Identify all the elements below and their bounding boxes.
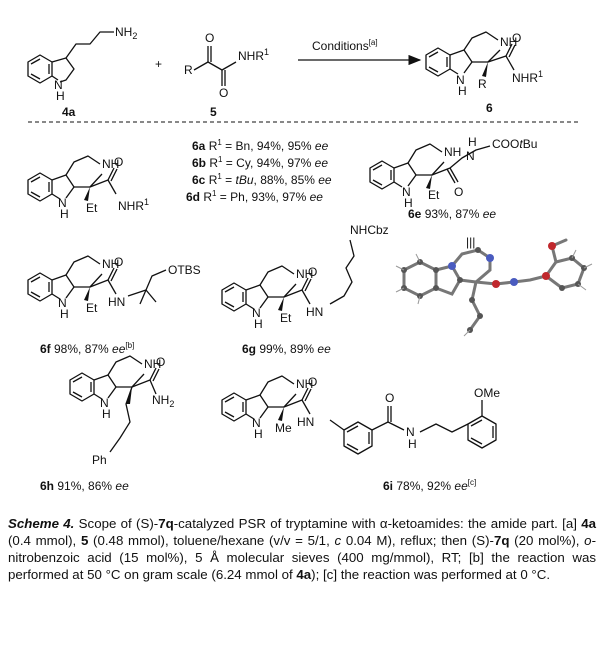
crystal-structure-image	[395, 238, 593, 337]
stereo-wedge	[482, 62, 488, 77]
atom-n: N	[58, 196, 67, 210]
stereo-wedge	[278, 297, 284, 311]
atom-n: N	[252, 306, 261, 320]
caption-title: Scheme 4.	[8, 516, 75, 531]
entry-6a: 6a R1 = Bn, 94%, 95% ee	[192, 138, 329, 153]
atom-et: Et	[86, 201, 98, 215]
stereo-wedge	[84, 187, 90, 201]
atom-nhr1: NHR1	[512, 69, 543, 85]
entry-6c: 6c R1 = tBu, 88%, 85% ee	[192, 172, 332, 187]
atom-et: Et	[86, 301, 98, 315]
atom-n: N	[466, 149, 475, 163]
stereo-wedge	[84, 287, 90, 301]
structure-6i	[221, 375, 497, 455]
atom-h: H	[254, 317, 263, 331]
atom-hn: HN	[297, 415, 314, 429]
label-6h: 6h 91%, 86% ee	[40, 479, 129, 493]
atom-nh: NH	[144, 357, 161, 371]
atom-nh2: NH2	[115, 25, 137, 41]
stereo-wedge	[126, 387, 132, 404]
atom-o: O	[114, 255, 123, 269]
atom-et: Et	[280, 311, 292, 325]
atom-nhr1: NHR1	[238, 47, 269, 63]
atom-h: H	[408, 437, 417, 451]
atom-o: O	[308, 265, 317, 279]
structure-5	[193, 46, 237, 86]
structure-6g	[221, 239, 355, 312]
atom-n: N	[54, 78, 63, 92]
equivalence-bars: |||	[466, 235, 475, 249]
atom-nh: NH	[296, 267, 313, 281]
atom-nh: NH	[296, 377, 313, 391]
atom-cootbu: COOtBu	[492, 137, 537, 151]
atom-r: R	[478, 77, 487, 91]
plus-sign: +	[155, 57, 162, 71]
atom-h: H	[56, 89, 65, 103]
atom-h: H	[60, 307, 69, 321]
atom-me: Me	[275, 421, 292, 435]
label-6e: 6e 93%, 87% ee	[408, 207, 496, 221]
atom-hn: HN	[306, 305, 323, 319]
entry-list: 6a R1 = Bn, 94%, 95% ee 6b R1 = Cy, 94%,…	[186, 138, 332, 204]
atom-h: H	[404, 196, 413, 210]
atom-o: O	[454, 185, 463, 199]
reaction-scheme: NH2 N H 4a + R O O NHR1 5 Conditions[a] …	[27, 25, 593, 493]
atom-otbs: OTBS	[168, 263, 201, 277]
structure-4a	[27, 31, 114, 84]
atom-r: R	[184, 63, 193, 77]
structure-6	[425, 31, 516, 77]
atom-o: O	[385, 391, 394, 405]
atom-o: O	[156, 355, 165, 369]
entry-6b: 6b R1 = Cy, 94%, 97% ee	[192, 155, 328, 170]
atom-hn: H	[468, 135, 477, 149]
atom-ome: OMe	[474, 386, 500, 400]
atom-o: O	[205, 31, 214, 45]
label-4a: 4a	[62, 105, 76, 119]
atom-nh: NH	[102, 257, 119, 271]
atom-nh: NH	[500, 35, 517, 49]
atom-et: Et	[428, 188, 440, 202]
conditions-label: Conditions[a]	[312, 38, 378, 53]
atom-n: N	[402, 185, 411, 199]
atom-o: O	[114, 155, 123, 169]
label-6: 6	[486, 101, 493, 115]
scheme-caption: Scheme 4. Scope of (S)-7q-catalyzed PSR …	[8, 516, 596, 582]
structure-6a-6d	[27, 155, 118, 202]
atom-h: H	[458, 84, 467, 98]
atom-n: N	[406, 425, 415, 439]
atom-h: H	[102, 407, 111, 421]
atom-o: O	[512, 31, 521, 45]
label-5: 5	[210, 105, 217, 119]
label-6i: 6i 78%, 92% ee[c]	[383, 478, 476, 493]
atom-n: N	[252, 416, 261, 430]
atom-nh: NH	[102, 157, 119, 171]
atom-h: H	[60, 207, 69, 221]
atom-ph: Ph	[92, 453, 107, 467]
atom-n: N	[456, 73, 465, 87]
structure-6f	[27, 255, 167, 305]
atom-o: O	[308, 375, 317, 389]
atom-n: N	[58, 296, 67, 310]
atom-hn: HN	[108, 295, 125, 309]
atom-nhr1: NHR1	[118, 197, 149, 213]
stereo-wedge	[278, 407, 284, 421]
atom-h: H	[254, 427, 263, 441]
atom-nh: NH	[444, 145, 461, 159]
label-6f: 6f 98%, 87% ee[b]	[40, 341, 134, 356]
entry-6d: 6d R1 = Ph, 93%, 97% ee	[186, 189, 323, 204]
label-6g: 6g 99%, 89% ee	[242, 342, 331, 356]
atom-nhcbz: NHCbz	[350, 223, 389, 237]
atom-n: N	[100, 396, 109, 410]
atom-o: O	[219, 86, 228, 100]
stereo-wedge	[426, 175, 432, 189]
atom-nh2b: NH2	[152, 393, 174, 409]
